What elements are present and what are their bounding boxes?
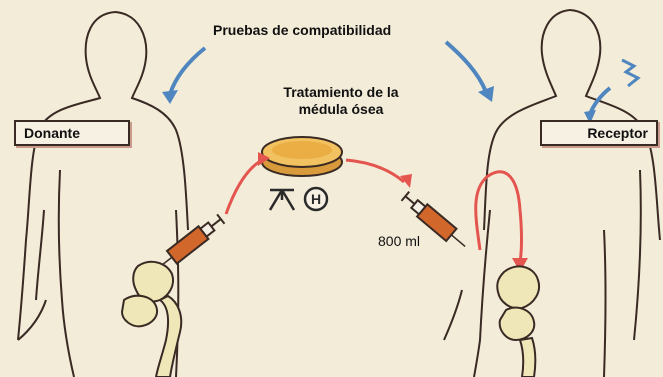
- compatibility-tests-label: Pruebas de compatibilidad: [213, 22, 392, 38]
- bone-marrow-treatment-label: Tratamiento de la médula ósea: [270, 84, 412, 118]
- donor-hip-bone: [120, 260, 183, 377]
- radiation-symbol-icon: [268, 188, 296, 211]
- transfer-arrows: [224, 152, 528, 272]
- recipient-label: Receptor: [540, 120, 658, 146]
- treatment-label-line-2: médula ósea: [298, 101, 384, 117]
- hospital-h-icon: H: [303, 186, 329, 212]
- volume-label: 800 ml: [378, 233, 421, 249]
- compatibility-arrows: [162, 40, 494, 104]
- recipient-syringe: [400, 191, 466, 248]
- recipient-body: [443, 9, 661, 377]
- radiation-lightning-icon: [584, 58, 641, 124]
- svg-text:H: H: [311, 191, 321, 207]
- donor-label: Donante: [14, 120, 130, 146]
- donor-syringe: [158, 213, 226, 268]
- donor-body: [17, 11, 189, 377]
- petri-dish-icon: [261, 136, 343, 177]
- treatment-label-line-1: Tratamiento de la: [283, 84, 399, 100]
- recipient-hip-bone: [496, 265, 540, 377]
